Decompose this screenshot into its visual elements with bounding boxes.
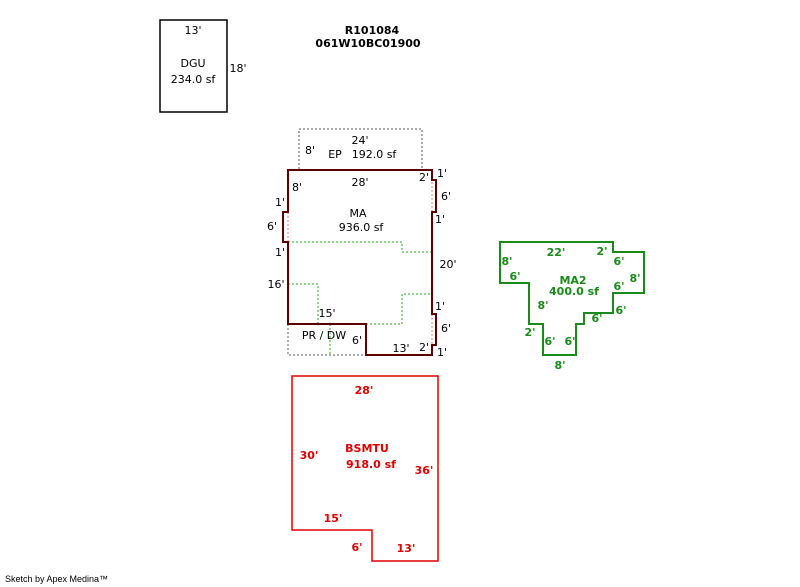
ma-name: MA [349, 207, 366, 220]
bsmtu-dim-bottom: 13' [397, 542, 416, 555]
ma-dim-right-jog-top-b: 1' [437, 167, 447, 180]
dgu-area: 234.0 sf [171, 73, 217, 86]
pr-dw-name: PR / DW [302, 329, 346, 342]
ma-dim-left-jog-top: 1' [275, 196, 285, 209]
dgu-dim-top: 13' [184, 24, 201, 37]
ma-dim-right-jog-bot-a: 1' [435, 300, 445, 313]
ma-dim-notch: 6' [352, 334, 362, 347]
bsmtu-dim-left: 30' [300, 449, 319, 462]
ma-dim-bottom-right: 13' [392, 342, 409, 355]
ma-dim-right-jog-bot-d: 1' [437, 346, 447, 359]
ep-area: 192.0 sf [352, 148, 398, 161]
bsmtu-name: BSMTU [345, 442, 389, 455]
ma-dim-left-mid: 16' [267, 278, 284, 291]
dgu-name: DGU [180, 57, 205, 70]
ma-dim-right-jog-top-c: 6' [441, 190, 451, 203]
ma2-dim-top-left: 8' [501, 255, 512, 268]
ma2-dim-top: 22' [547, 246, 566, 259]
sketch-credit: Sketch by Apex Medina™ [5, 574, 108, 584]
ma-dim-right: 20' [439, 258, 456, 271]
ma-dim-right-jog-bot-c: 2' [419, 341, 429, 354]
bsmtu-dim-notch: 6' [351, 541, 362, 554]
ep-outline [298, 128, 423, 169]
bsmtu-dim-top: 28' [355, 384, 374, 397]
ma2-dim-left-a: 6' [509, 270, 520, 283]
bsmtu-dim-right: 36' [415, 464, 434, 477]
dgu-outline [159, 19, 228, 113]
ma2-area: 400.0 sf [549, 285, 599, 298]
bsmtu-dim-inner: 15' [324, 512, 343, 525]
ma2-name: MA2 [559, 274, 586, 287]
ma2-dim-bottom: 8' [554, 359, 565, 372]
ma-inner-right [366, 293, 432, 325]
map-id: 061W10BC01900 [315, 37, 420, 50]
ma-area: 936.0 sf [339, 221, 385, 234]
ma2-dim-right: 8' [629, 272, 640, 285]
ma-dim-inner-bottom: 15' [318, 307, 335, 320]
ep-dim-left: 8' [305, 144, 315, 157]
ma-dim-right-jog-top-a: 2' [419, 171, 429, 184]
ma-dim-left-top: 8' [292, 181, 302, 194]
ep-name: EP [328, 148, 342, 161]
ma-inner-upper [288, 241, 432, 253]
ma2-dim-step-b: 6' [615, 304, 626, 317]
ma2-dim-left-b: 8' [537, 299, 548, 312]
ma-inner-lower [288, 283, 319, 324]
ma2-dim-bot-a: 6' [544, 335, 555, 348]
ma2-dim-inner-step: 6' [591, 312, 602, 325]
bsmtu-area: 918.0 sf [346, 458, 396, 471]
ma-dim-right-jog-bot-b: 6' [441, 322, 451, 335]
ma-dim-top: 28' [351, 176, 368, 189]
ma2-outline [499, 241, 645, 356]
ma-dim-left-jog-bottom: 1' [275, 246, 285, 259]
bsmtu-outline [291, 375, 439, 562]
ma-dim-left-jog: 6' [267, 220, 277, 233]
ma2-dim-top-right-a: 2' [596, 245, 607, 258]
dgu-dim-right: 18' [229, 62, 246, 75]
ep-dim-top: 24' [351, 134, 368, 147]
ma2-dim-left-c: 2' [524, 326, 535, 339]
parcel-id: R101084 [345, 24, 400, 37]
ma2-dim-step-a: 6' [613, 280, 624, 293]
ma2-dim-bot-b: 6' [564, 335, 575, 348]
ma-outline [282, 169, 437, 356]
ma-dim-right-jog-top-d: 1' [435, 213, 445, 226]
ma2-dim-top-right-b: 6' [613, 255, 624, 268]
